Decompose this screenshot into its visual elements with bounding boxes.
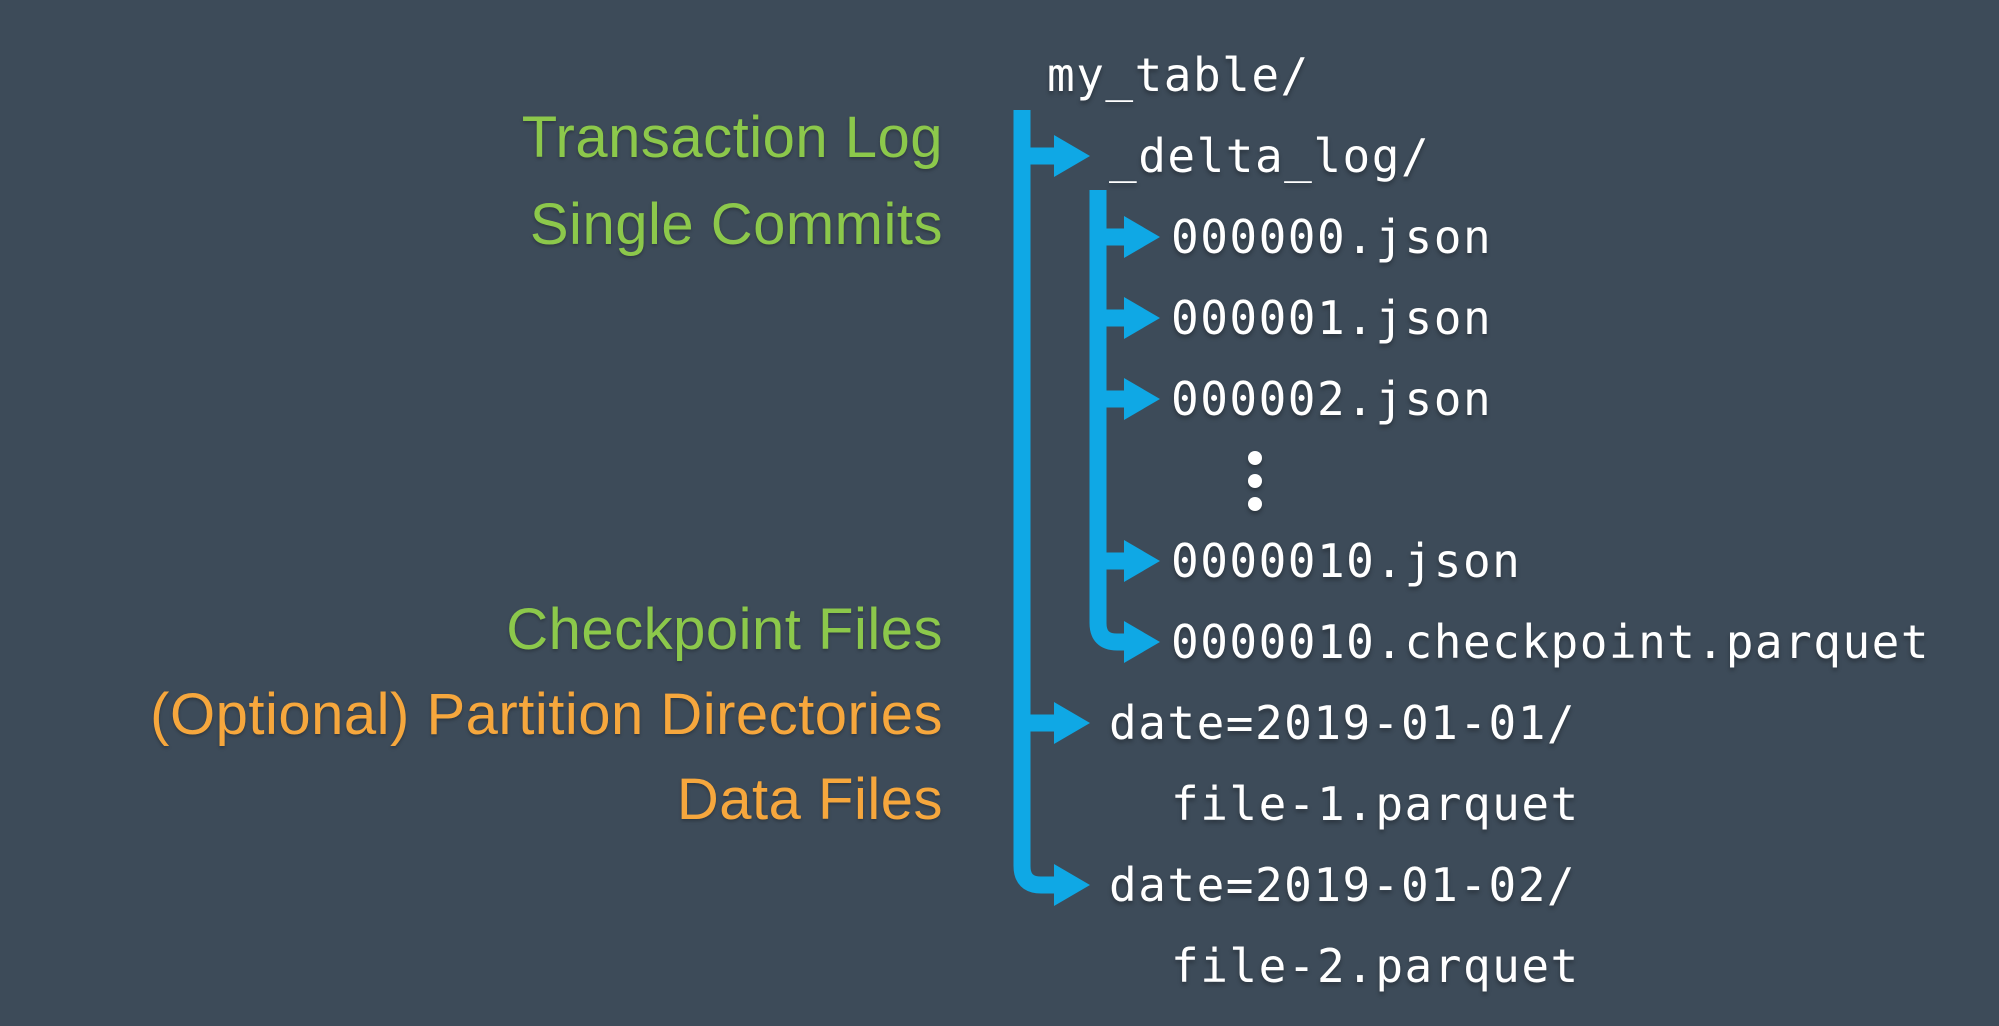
label-checkpoint-files: Checkpoint Files: [506, 597, 943, 662]
outer-branch-line: [1013, 110, 1056, 894]
tree-item-json-000002: 000002.json: [1171, 372, 1493, 426]
tree-item-checkpoint-parquet: 0000010.checkpoint.parquet: [1171, 615, 1931, 669]
label-partition-directories: (Optional) Partition Directories: [150, 682, 943, 747]
arrowhead-json1-icon: [1124, 297, 1160, 339]
arrowhead-date2-icon: [1054, 864, 1090, 906]
inner-branch-line: [1089, 190, 1126, 651]
label-single-commits: Single Commits: [529, 192, 943, 257]
tree-item-json-0000010: 0000010.json: [1171, 534, 1522, 588]
arrowhead-date1-icon: [1054, 702, 1090, 744]
tree-item-delta-log: _delta_log/: [1109, 129, 1431, 183]
tree-item-date-2019-01-01: date=2019-01-01/: [1109, 696, 1577, 750]
tree-item-json-000000: 000000.json: [1171, 210, 1493, 264]
arrowhead-delta-log-icon: [1054, 135, 1090, 177]
tree-item-my-table: my_table/: [1047, 48, 1310, 102]
arrowhead-json2-icon: [1124, 378, 1160, 420]
more-files-ellipsis-icon: [1248, 451, 1262, 511]
label-data-files: Data Files: [676, 767, 943, 832]
tree-item-json-000001: 000001.json: [1171, 291, 1493, 345]
tree-item-date-2019-01-02: date=2019-01-02/: [1109, 858, 1577, 912]
arrowhead-json0-icon: [1124, 216, 1160, 258]
arrowhead-checkpoint-icon: [1124, 621, 1160, 663]
arrowhead-json10-icon: [1124, 540, 1160, 582]
label-transaction-log: Transaction Log: [521, 105, 943, 170]
tree-item-file-2-parquet: file-2.parquet: [1171, 939, 1580, 993]
tree-item-file-1-parquet: file-1.parquet: [1171, 777, 1580, 831]
